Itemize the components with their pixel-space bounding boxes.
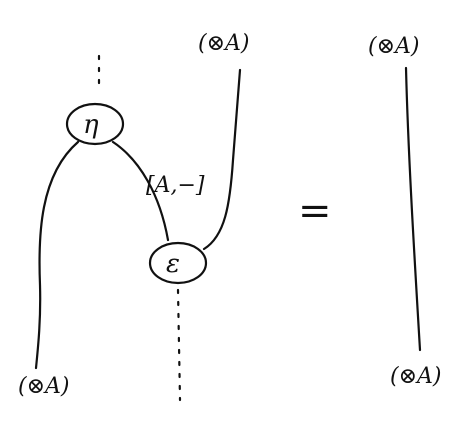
epsilon-bottom-dotted-wire (176, 288, 182, 402)
equals-sign: = (298, 188, 332, 234)
right-bottom-object-label: (⊗A) (390, 364, 442, 389)
left-top-object-label: (⊗A) (198, 31, 250, 56)
eta-node (65, 102, 125, 146)
epsilon-node-label: ε (166, 249, 180, 279)
epsilon-node (148, 241, 208, 285)
left-bottom-object-label: (⊗A) (18, 374, 70, 399)
eta-left-wire (34, 140, 80, 370)
identity-wire (404, 66, 422, 352)
right-top-object-label: (⊗A) (368, 34, 420, 59)
epsilon-right-wire (202, 68, 242, 251)
internal-hom-label: [A,−] (146, 173, 205, 198)
internal-hom-wire (111, 140, 170, 242)
eta-node-label: η (83, 110, 99, 140)
